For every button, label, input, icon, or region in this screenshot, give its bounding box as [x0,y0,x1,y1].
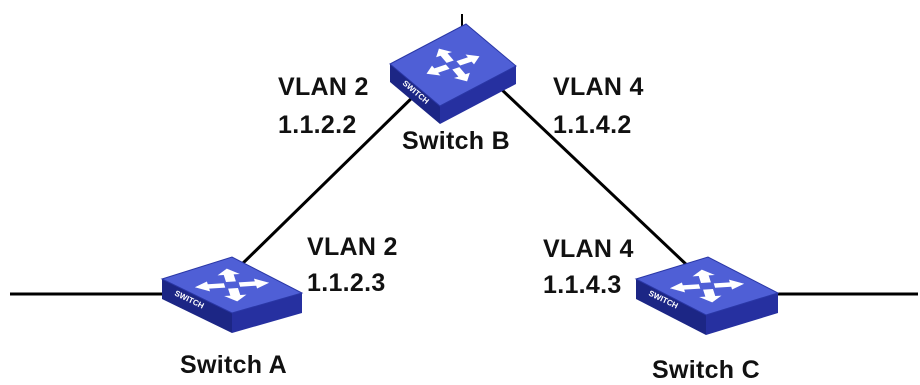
switch-b-if-vlan-4: VLAN 4 [553,73,644,101]
switch-a-if-vlan: VLAN 2 [307,233,398,261]
switch-c-if-vlan: VLAN 4 [543,235,634,263]
link-a-b-line [236,88,422,270]
switch-front-face [636,279,706,335]
switch-b-if-ip: 1.1.2.2 [278,111,357,139]
switch-c-if-ip: 1.1.4.3 [543,271,622,299]
switch-b-if-ip-4: 1.1.4.2 [553,111,632,139]
switch-side-face [232,293,302,333]
switch-side-face [440,66,516,124]
switch-top-face [160,256,304,314]
switch-a-icon: SWITCH [160,256,304,333]
switch-top-face [389,23,517,107]
switch-front-face [162,279,232,333]
switch-b-icon: SWITCH [389,23,517,124]
switch-a-if-ip: 1.1.2.3 [307,269,386,297]
switch-b-if-vlan: VLAN 2 [278,73,369,101]
link-b-c-line [498,86,692,270]
switch-c-icon: SWITCH [634,256,780,335]
switch-top-face [634,256,780,316]
switch-a-label: Switch A [180,351,288,379]
switch-b-label: Switch B [402,127,510,155]
switch-c-label: Switch C [652,356,760,384]
switch-front-face [390,64,440,124]
switch-side-face [706,293,778,335]
